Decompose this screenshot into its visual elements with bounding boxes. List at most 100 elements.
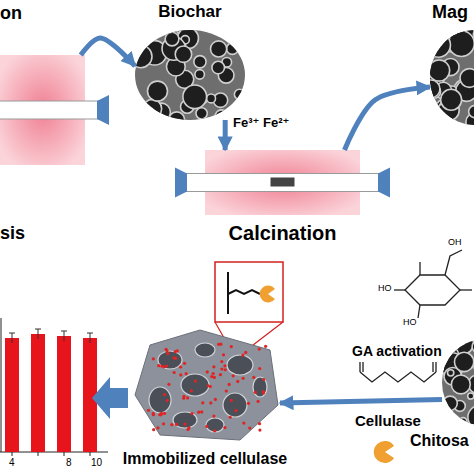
sem-pore [460, 69, 474, 88]
enzyme-icon [374, 441, 394, 463]
enzyme-dot [212, 415, 215, 418]
bond-line [460, 289, 472, 290]
enzyme-dot [230, 345, 233, 348]
bond-line [394, 289, 405, 290]
node-label: on [0, 3, 22, 24]
bar-chart [0, 318, 108, 456]
enzyme-dot [207, 384, 210, 387]
enzyme-dot [262, 391, 265, 394]
chart-bar [57, 336, 71, 452]
enzyme-dot [223, 364, 226, 367]
bond-line [419, 262, 420, 275]
enzyme-dot [197, 411, 200, 414]
enzyme-dot [264, 345, 267, 348]
sem-pore [426, 33, 450, 57]
sem-pore [441, 89, 462, 110]
enzyme-dot [262, 378, 265, 381]
enzyme-dot [241, 353, 244, 356]
enzyme-dot [220, 360, 223, 363]
node-outline [0, 55, 85, 165]
enzyme-dot [186, 396, 189, 399]
error-bar [9, 329, 93, 343]
flow-arrow [81, 38, 135, 66]
enzyme-dot [162, 422, 165, 425]
flow-arrow [280, 400, 442, 404]
support-pore [227, 355, 253, 375]
enzyme-dot [256, 400, 259, 403]
enzyme-dot [179, 365, 182, 368]
carbon-chain [360, 372, 436, 382]
sem-pore [423, 100, 436, 113]
enzyme-dot [214, 398, 217, 401]
node-label: sis [0, 223, 25, 244]
enzyme-dot [190, 389, 193, 392]
enzyme-dot [234, 409, 237, 412]
support-pore [149, 387, 171, 413]
enzyme-dot [200, 410, 203, 413]
node-label: Biochar [125, 2, 255, 22]
inset-box [215, 262, 283, 322]
porous-support [135, 330, 278, 440]
enzyme-dot [152, 412, 155, 415]
node-label: Mag [432, 2, 468, 23]
enzyme-dot [175, 423, 178, 426]
enzyme-dot [236, 380, 239, 383]
enzyme-dot [224, 368, 227, 371]
support-pore [253, 377, 267, 397]
tube-cap [97, 95, 109, 125]
support-pore [206, 418, 224, 432]
edge-label: Fe³⁺ Fe²⁺ [233, 116, 289, 131]
enzyme-dot [152, 357, 155, 360]
enzyme-dot [187, 426, 190, 429]
enzyme-dot [194, 379, 197, 382]
chart-bar [5, 338, 19, 452]
sem-pore [472, 341, 474, 353]
enzyme-dot [201, 401, 204, 404]
sem-pore [143, 99, 162, 118]
sem-image [422, 19, 474, 132]
sem-pore [175, 46, 191, 62]
enzyme-dot [247, 402, 250, 405]
enzyme-dot [230, 399, 233, 402]
furnace-node: onsis [0, 55, 85, 165]
enzyme-dot [147, 409, 150, 412]
flow-arrow [345, 87, 431, 150]
enzyme-dot [242, 377, 245, 380]
furnace-node: Calcination [205, 150, 360, 215]
enzyme-dot [229, 416, 232, 419]
enzyme-dot [206, 370, 209, 373]
sem-pore [449, 342, 456, 349]
sem-pore [183, 85, 207, 109]
sem-pore [195, 70, 204, 79]
sem-pore [451, 375, 470, 394]
sem-image [129, 23, 251, 128]
enzyme-dot [213, 429, 216, 432]
tube-cap [378, 168, 390, 198]
sem-pore [169, 112, 185, 128]
enzyme-icon [260, 285, 275, 302]
support-pore [223, 393, 247, 417]
enzyme-dot [232, 374, 235, 377]
enzyme-dot [152, 428, 155, 431]
enzyme-dot [183, 422, 186, 425]
sem-pore [212, 61, 225, 74]
enzyme-dot [209, 401, 212, 404]
enzyme-dot [172, 356, 175, 359]
enzyme-dot [170, 423, 173, 426]
enzyme-dot [156, 426, 159, 429]
enzyme-dot [242, 422, 245, 425]
node-label: Chitosa [410, 432, 469, 450]
sem-pore [423, 111, 439, 127]
reagent-label: Cellulase [355, 412, 421, 429]
sem-node: Biochar [135, 30, 245, 120]
sem-pore [448, 370, 454, 376]
support-pore [195, 343, 215, 357]
enzyme-dot [210, 375, 213, 378]
enzyme-dot [225, 389, 228, 392]
enzyme-dot [219, 373, 222, 376]
enzyme-dot [166, 399, 169, 402]
sem-pore [129, 45, 152, 68]
sem-pore [454, 352, 473, 371]
node-outline [135, 30, 245, 120]
